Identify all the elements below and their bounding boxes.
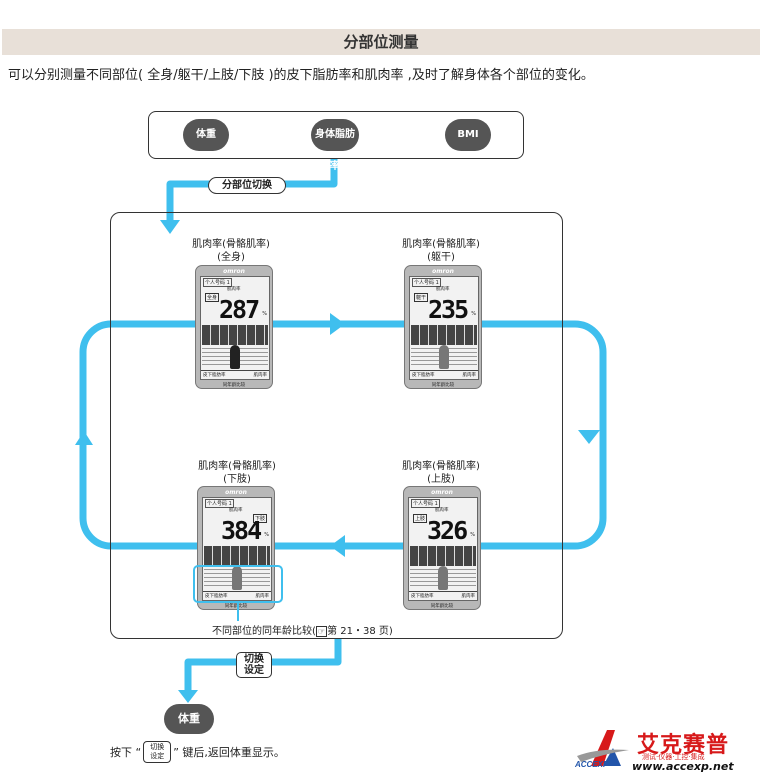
intro-text: 可以分别测量不同部位( 全身/躯干/上肢/下肢 )的皮下脂肪率和肌肉率 ,及时了…	[8, 68, 594, 83]
switch-label: 分部位切换	[208, 177, 286, 194]
device-brand: omron	[225, 489, 247, 496]
device-display-arms: omron 个人号码 1 肌肉率 上肢 326 % 皮下脂肪率肌肉率 同年龄比较	[403, 486, 481, 610]
comparison-pointer	[237, 603, 239, 621]
main-cycle-box	[110, 212, 563, 639]
device-caption-whole: 肌肉率(骨骼肌率) (全身)	[192, 239, 270, 263]
device-level-bars	[204, 546, 270, 566]
logo-tagline: 测试·仪器·工控·集成	[642, 753, 705, 761]
device-display-trunk: omron 个人号码 1 肌肉率 躯干 235 % 皮下脂肪率肌肉率 同年龄比较	[404, 265, 482, 389]
comparison-caption: 不同部位的同年龄比较(☞第 21・38 页)	[212, 626, 393, 637]
mode-pill-body-fat[interactable]: 身体脂肪率	[311, 119, 359, 172]
accexp-logo-icon: ACCEXP	[574, 730, 629, 768]
logo-mark-text: ACCEXP	[574, 760, 609, 768]
device-screen: 个人号码 1 肌肉率 躯干 235 % 皮下脂肪率肌肉率	[409, 276, 479, 380]
page-reference-icon: ☞	[315, 626, 328, 637]
device-brand: omron	[223, 268, 245, 275]
set-key-icon: 切换 设定	[143, 741, 172, 763]
switch-arrowhead	[160, 220, 180, 234]
loop-arrow-up	[75, 431, 93, 445]
mode-pill-bmi[interactable]: BMI	[445, 119, 491, 151]
device-level-bars	[410, 546, 476, 566]
body-figure-icon	[438, 566, 448, 590]
device-caption-arms: 肌肉率(骨骼肌率) (上肢)	[402, 461, 480, 485]
loop-arrow-left	[330, 535, 345, 557]
device-screen: 个人号码 1 肌肉率 上肢 326 % 皮下脂肪率肌肉率	[408, 497, 478, 601]
device-value: 235	[428, 295, 469, 324]
set-key-label: 切换 设定	[236, 652, 272, 678]
device-brand: omron	[432, 268, 454, 275]
section-header: 分部位测量	[2, 29, 760, 55]
comparison-highlight	[193, 565, 283, 603]
logo-chinese-name: 艾克赛普	[637, 733, 730, 758]
device-level-bars	[411, 325, 477, 345]
device-brand: omron	[431, 489, 453, 496]
device-value: 384	[221, 516, 262, 545]
mode-pill-weight[interactable]: 体重	[183, 119, 229, 151]
body-figure-icon	[439, 345, 449, 369]
device-value: 326	[427, 516, 468, 545]
device-screen: 个人号码 1 肌肉率 全身 287 % 皮下脂肪率肌肉率	[200, 276, 270, 380]
final-weight-pill: 体重	[164, 704, 214, 734]
mode-selector-box: 体重 身体脂肪率 BMI	[148, 111, 524, 172]
footnote: 按下 “ 切换 设定 ” 键后,返回体重显示。	[110, 741, 285, 763]
device-level-bars	[202, 325, 268, 345]
device-display-legs: omron 个人号码 1 肌肉率 下肢 384 % 皮下脂肪率肌肉率 同年龄比较	[197, 486, 275, 610]
loop-arrow-down	[578, 430, 600, 444]
logo-url: www.accexp.net	[632, 760, 734, 773]
body-figure-icon	[230, 345, 240, 369]
device-screen: 个人号码 1 肌肉率 下肢 384 % 皮下脂肪率肌肉率	[202, 497, 272, 601]
device-value: 287	[219, 295, 260, 324]
body-figure-icon	[232, 566, 242, 590]
device-caption-legs: 肌肉率(骨骼肌率) (下肢)	[198, 461, 276, 485]
device-caption-trunk: 肌肉率(骨骼肌率) (躯干)	[402, 239, 480, 263]
section-title: 分部位测量	[343, 33, 419, 51]
device-display-whole: omron 个人号码 1 肌肉率 全身 287 % 皮下脂肪率肌肉率 同年龄比较	[195, 265, 273, 389]
loop-arrow-right	[330, 313, 345, 335]
exit-arrowhead	[178, 690, 198, 703]
